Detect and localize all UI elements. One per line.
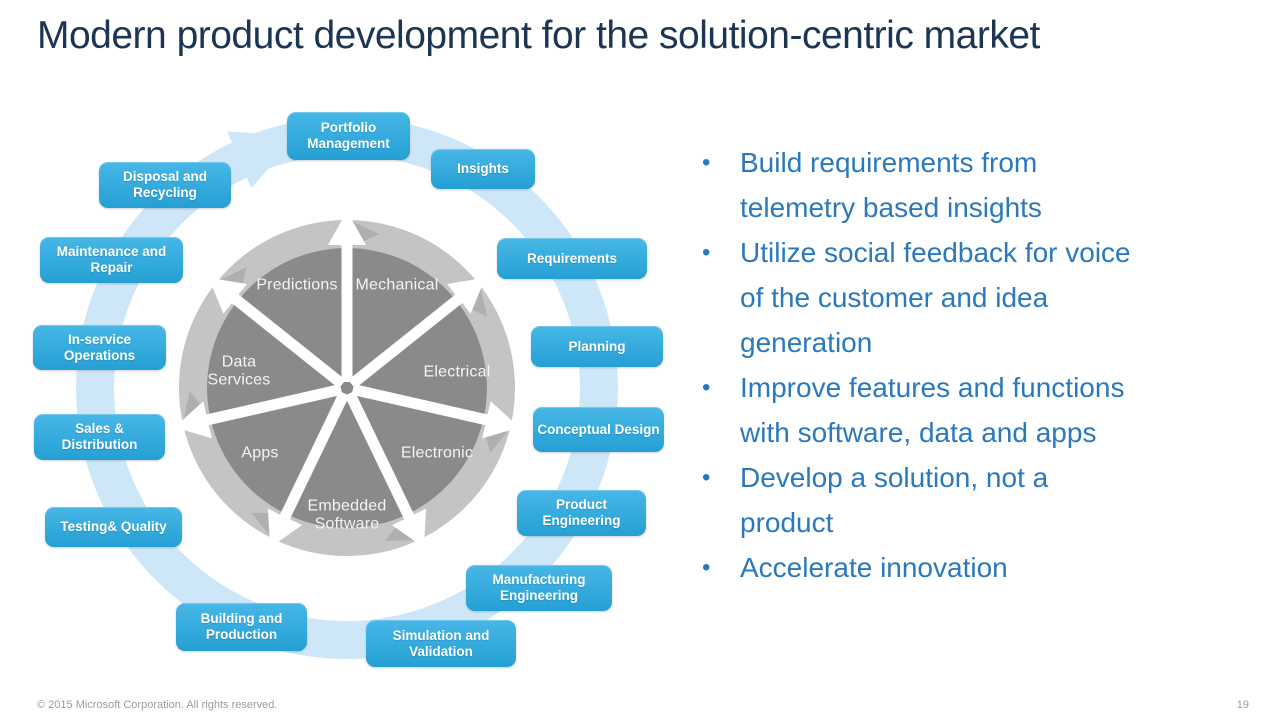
wheel-divider-arrowhead-icon <box>446 277 486 314</box>
stage-sales-distribution: Sales & Distribution <box>34 414 165 460</box>
wheel-divider-arrow <box>229 292 346 389</box>
bullet-text: Build requirements from telemetry based … <box>740 147 1042 223</box>
wheel-segment-apps: Apps <box>241 444 279 462</box>
bullet-marker-icon: • <box>702 239 711 266</box>
bullet-text: Develop a solution, not a product <box>740 462 1049 538</box>
bullet-marker-icon: • <box>702 464 711 491</box>
stage-building-and-production: Building and Production <box>176 603 307 651</box>
wheel-segment-data-services: Data Services <box>207 353 271 389</box>
wheel-divider-arrowhead-icon <box>328 211 366 245</box>
wheel-segment-electronic: Electronic <box>400 444 474 462</box>
bullet-text: Improve features and functions with soft… <box>740 372 1125 448</box>
bullet-item: • Develop a solution, not a product <box>700 455 1248 545</box>
wheel-segment-electrical: Electrical <box>423 363 491 381</box>
bullet-list: • Build requirements from telemetry based… <box>700 140 1248 590</box>
bullet-item: • Build requirements from telemetry based… <box>700 140 1248 230</box>
wheel-disc <box>207 248 487 528</box>
copyright-text: © 2015 Microsoft Corporation. All rights… <box>37 699 278 711</box>
wheel-divider-arrowhead-icon <box>482 401 520 439</box>
bullet-item: • Improve features and functions with sof… <box>700 365 1248 455</box>
wheel-divider-arrowhead-icon <box>391 508 427 548</box>
bullet-item: • Utilize social feedback for voice of th… <box>700 230 1248 365</box>
stage-product-engineering: Product Engineering <box>517 490 646 536</box>
wheel-divider-arrowhead-icon <box>174 401 212 439</box>
stage-testing-quality: Testing& Quality <box>45 507 182 547</box>
bullet-marker-icon: • <box>702 149 711 176</box>
cycle-arrowhead-icon <box>227 131 297 189</box>
wheel-divider-arrow <box>351 383 491 426</box>
page-number: 19 <box>1236 699 1249 711</box>
wheel-segment-mechanical: Mechanical <box>355 276 439 294</box>
stage-in-service-operations: In-service Operations <box>33 325 166 370</box>
stage-insights: Insights <box>431 149 535 189</box>
wheel-divider-arrow <box>278 391 350 522</box>
wheel-divider-arrow <box>203 383 343 426</box>
wheel-divider-arrowhead-icon <box>208 277 248 314</box>
bullet-marker-icon: • <box>702 374 711 401</box>
stage-planning: Planning <box>531 326 663 367</box>
wheel-divider-arrowhead-icon <box>267 508 303 548</box>
stage-conceptual-design: Conceptual Design <box>533 407 664 452</box>
wheel-divider-arrow <box>344 391 416 522</box>
stage-manufacturing-engineering: Manufacturing Engineering <box>466 565 612 611</box>
wheel-segment-embedded-software: Embedded Software <box>307 497 387 533</box>
slide-title: Modern product development for the solut… <box>37 14 1040 57</box>
bullet-marker-icon: • <box>702 554 711 581</box>
stage-disposal-and-recycling: Disposal and Recycling <box>99 162 231 208</box>
stage-simulation-and-validation: Simulation and Validation <box>366 620 516 667</box>
stage-requirements: Requirements <box>497 238 647 279</box>
bullet-text: Accelerate innovation <box>740 552 1008 583</box>
wheel-segment-predictions: Predictions <box>256 276 338 294</box>
bullet-text: Utilize social feedback for voice of the… <box>740 237 1131 358</box>
stage-portfolio-management: Portfolio Management <box>287 112 410 160</box>
bullet-item: • Accelerate innovation <box>700 545 1248 590</box>
wheel-divider-arrow <box>348 292 465 389</box>
stage-maintenance-and-repair: Maintenance and Repair <box>40 237 183 283</box>
